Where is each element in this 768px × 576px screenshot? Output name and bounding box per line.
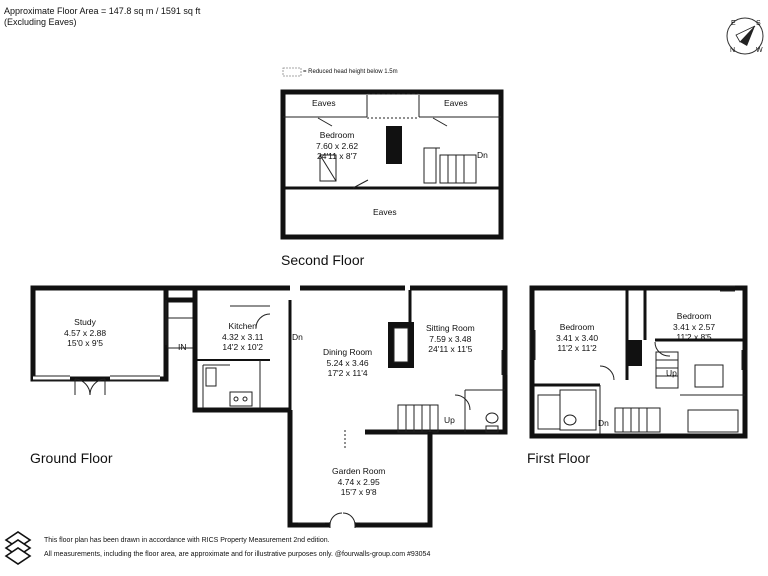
ground-kitchen: Kitchen 4.32 x 3.11 14'2 x 10'2 (222, 321, 263, 353)
room-imperial: 17'2 x 11'4 (327, 368, 368, 378)
ground-dn: Dn (292, 332, 303, 342)
room-name: Kitchen (228, 321, 257, 331)
compass-n: N (730, 47, 736, 54)
room-name: Dining Room (323, 347, 373, 357)
reduced-height-legend: = Reduced head height below 1.5m (303, 69, 398, 75)
first-floor-bedroom-1: Bedroom 3.41 x 3.40 11'2 x 11'2 (556, 322, 598, 354)
ground-entrance-in: IN (178, 342, 187, 352)
room-name: Bedroom (559, 322, 595, 332)
room-name: Study (74, 317, 96, 327)
room-name: Sitting Room (426, 323, 475, 333)
floor-area-text: Approximate Floor Area = 147.8 sq m / 15… (4, 6, 201, 16)
ground-study: Study 4.57 x 2.88 15'0 x 9'5 (64, 317, 106, 349)
room-metric: 3.41 x 2.57 (673, 321, 716, 332)
footer-rics-note: This floor plan has been drawn in accord… (44, 537, 330, 544)
compass-e: E (731, 20, 736, 27)
room-name: Garden Room (332, 466, 386, 476)
second-floor-bedroom: Bedroom 7.60 x 2.62 24'11 x 8'7 (316, 130, 358, 162)
room-metric: 3.41 x 3.40 (556, 332, 599, 343)
first-floor-label: First Floor (527, 450, 590, 466)
ground-up: Up (444, 415, 455, 425)
ground-sitting-room: Sitting Room 7.59 x 3.48 24'11 x 11'5 (426, 323, 475, 355)
room-imperial: 24'11 x 11'5 (428, 344, 473, 354)
room-metric: 5.24 x 3.46 (326, 357, 369, 368)
ground-floor-label: Ground Floor (30, 450, 113, 466)
room-imperial: 15'7 x 9'8 (340, 487, 377, 497)
footer-disclaimer: All measurements, including the floor ar… (44, 551, 431, 558)
room-metric: 7.59 x 3.48 (429, 333, 472, 344)
room-imperial: 14'2 x 10'2 (222, 342, 264, 352)
first-floor-up: Up (666, 368, 677, 378)
second-floor-dn: Dn (477, 150, 488, 160)
room-imperial: 15'0 x 9'5 (67, 338, 103, 348)
compass-s: S (756, 20, 761, 27)
first-floor-bedroom-2: Bedroom 3.41 x 2.57 11'2 x 8'5 (673, 311, 715, 343)
room-metric: 7.60 x 2.62 (316, 140, 359, 151)
room-name: Bedroom (676, 311, 712, 321)
second-floor-eaves-left: Eaves (312, 98, 336, 108)
ground-garden-room: Garden Room 4.74 x 2.95 15'7 x 9'8 (332, 466, 385, 498)
room-imperial: 24'11 x 8'7 (317, 151, 357, 161)
room-name: Bedroom (319, 130, 355, 140)
room-imperial: 11'2 x 11'2 (557, 343, 597, 353)
eaves-note-text: (Excluding Eaves) (4, 17, 77, 27)
room-metric: 4.57 x 2.88 (64, 327, 107, 338)
compass-w: W (756, 47, 763, 54)
second-floor-eaves-bottom: Eaves (373, 207, 397, 217)
ground-dining-room: Dining Room 5.24 x 3.46 17'2 x 11'4 (323, 347, 372, 379)
room-metric: 4.32 x 3.11 (222, 331, 264, 342)
room-imperial: 11'2 x 8'5 (676, 332, 712, 342)
first-floor-dn: Dn (598, 418, 609, 428)
second-floor-label: Second Floor (281, 252, 365, 268)
second-floor-eaves-right: Eaves (444, 98, 468, 108)
room-metric: 4.74 x 2.95 (337, 476, 380, 487)
